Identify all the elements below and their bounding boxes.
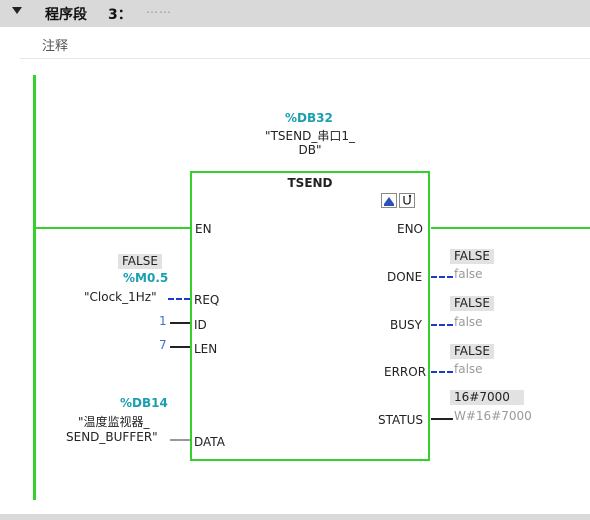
pin-status: STATUS: [378, 413, 424, 427]
power-rail: [33, 75, 36, 500]
block-type-name: TSEND: [287, 176, 333, 190]
status-live-value: W#16#7000: [454, 409, 532, 423]
block-diagnostic-icon[interactable]: [399, 193, 415, 208]
network-comment[interactable]: 注释: [42, 39, 69, 54]
instance-db-symbol-line2[interactable]: DB": [298, 143, 322, 157]
network-number: 3：: [108, 7, 132, 23]
instance-db-symbol-line1[interactable]: "TSEND_串口1_: [265, 129, 355, 143]
done-monitor-value: FALSE: [450, 249, 494, 264]
network-comment-box[interactable]: [20, 30, 590, 59]
next-network-header[interactable]: [0, 514, 590, 520]
req-address[interactable]: %M0.5: [123, 271, 169, 285]
id-wire[interactable]: [170, 322, 190, 324]
status-wire[interactable]: [431, 418, 453, 420]
error-live-value: false: [454, 362, 483, 376]
pin-error: ERROR: [384, 365, 427, 379]
pin-len: LEN: [194, 342, 218, 356]
pin-id: ID: [194, 318, 207, 332]
pin-en: EN: [195, 222, 212, 236]
collapse-triangle-icon[interactable]: [12, 7, 22, 14]
network-header[interactable]: [0, 0, 590, 27]
req-wire[interactable]: [168, 298, 190, 300]
error-wire[interactable]: [431, 371, 453, 373]
busy-monitor-value: FALSE: [450, 296, 494, 311]
busy-wire[interactable]: [431, 324, 453, 326]
tsend-block[interactable]: [190, 171, 430, 461]
en-wire[interactable]: [34, 227, 190, 229]
id-value[interactable]: 1: [159, 314, 167, 328]
network-title-placeholder[interactable]: ……: [146, 2, 172, 16]
len-value[interactable]: 7: [159, 338, 167, 352]
data-symbol-line2[interactable]: SEND_BUFFER": [66, 430, 158, 444]
data-wire[interactable]: [170, 439, 190, 441]
req-monitor-value: FALSE: [118, 254, 162, 269]
pin-data: DATA: [194, 435, 225, 449]
eno-wire[interactable]: [431, 227, 590, 229]
pin-req: REQ: [194, 293, 220, 307]
pin-eno: ENO: [397, 222, 424, 236]
len-wire[interactable]: [170, 346, 190, 348]
instance-db-address[interactable]: %DB32: [285, 111, 333, 125]
network-title: 程序段: [45, 7, 87, 23]
done-wire[interactable]: [431, 276, 453, 278]
pin-done: DONE: [387, 270, 423, 284]
error-monitor-value: FALSE: [450, 344, 494, 359]
status-monitor-value: 16#7000: [450, 390, 524, 405]
pin-busy: BUSY: [390, 318, 422, 332]
data-symbol-line1[interactable]: "温度监视器_: [78, 415, 150, 429]
busy-live-value: false: [454, 315, 483, 329]
req-symbol[interactable]: "Clock_1Hz": [84, 290, 157, 304]
done-live-value: false: [454, 267, 483, 281]
data-db-address[interactable]: %DB14: [120, 396, 168, 410]
block-download-icon[interactable]: [381, 193, 397, 208]
